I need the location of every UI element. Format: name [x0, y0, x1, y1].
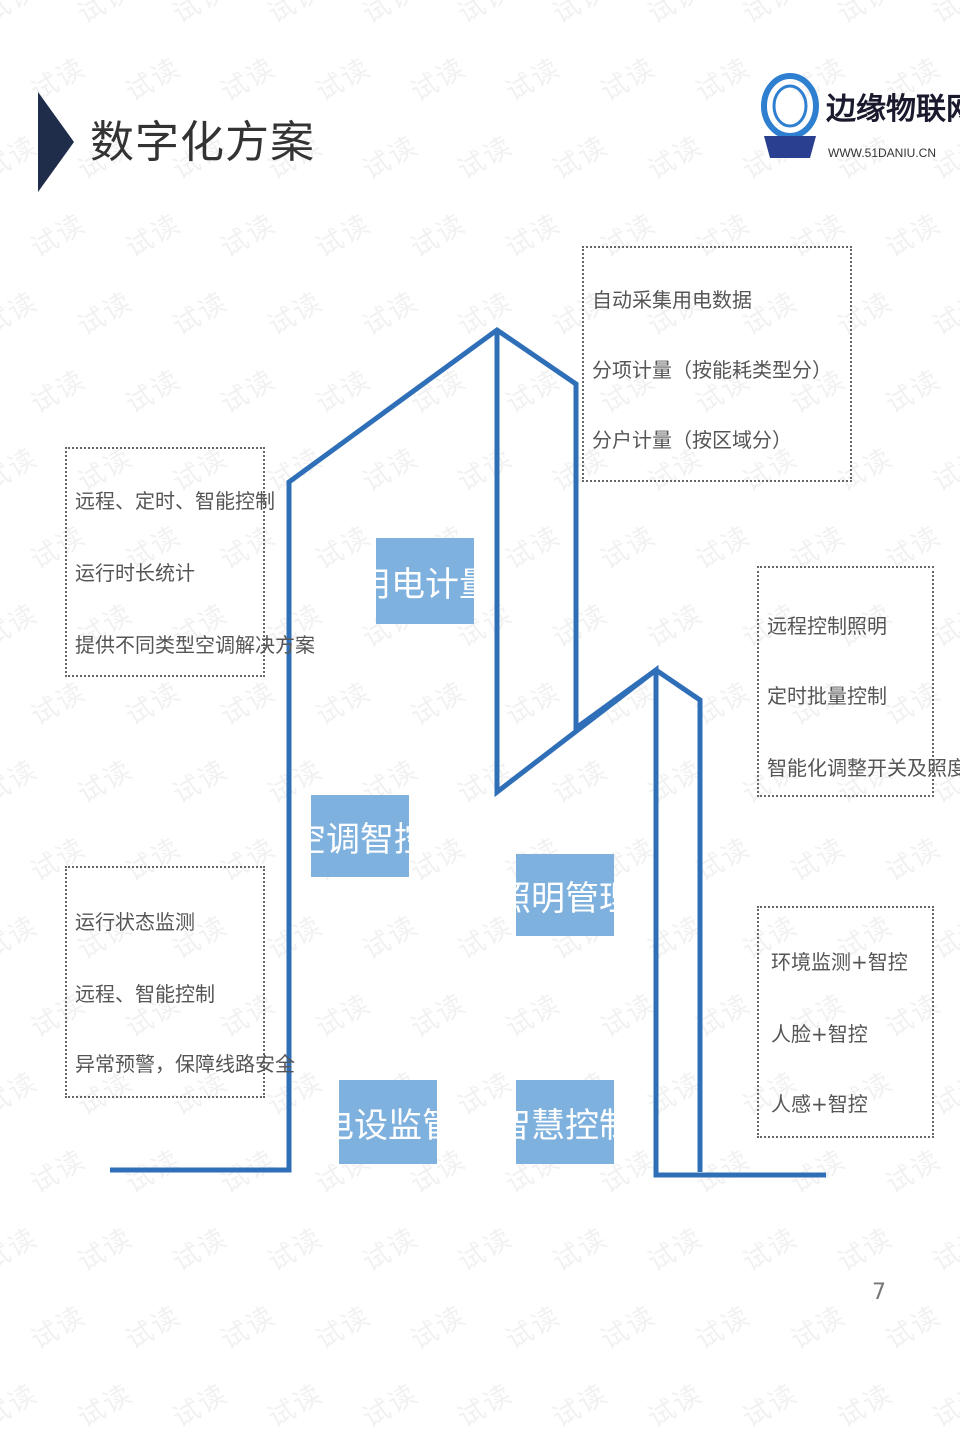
list-item: 分户计量（按区域分） [592, 428, 792, 452]
list-item: 定时批量控制 [767, 684, 887, 708]
logo-emblem-icon [761, 73, 819, 158]
watermark-text: 试读 [0, 1378, 44, 1435]
smart-control-label: 智慧控制 [497, 1080, 633, 1164]
list-item: 分项计量（按能耗类型分） [592, 358, 832, 382]
list-item: 运行时长统计 [75, 561, 195, 585]
logo-url: WWW.51DANIU.CN [828, 146, 936, 160]
lighting-management-box: 远程控制照明 定时批量控制 智能化调整开关及照度 [757, 566, 960, 797]
watermark-text: 试读 [72, 1378, 139, 1435]
watermark-text: 试读 [737, 1378, 804, 1435]
chevron-icon [38, 92, 74, 192]
energy-metering-label: 用电计量 [357, 538, 493, 624]
aircon-control-box: 远程、定时、智能控制 运行时长统计 提供不同类型空调解决方案 [65, 447, 315, 677]
smart-control-box: 环境监测+智控 人脸+智控 人感+智控 [757, 906, 934, 1138]
electric-monitoring-box: 运行状态监测 远程、智能控制 异常预警，保障线路安全 [65, 866, 295, 1098]
brand-logo: 边缘物联网 WWW.51DANIU.CN [756, 66, 960, 166]
watermark-text: 试读 [642, 1378, 709, 1435]
list-item: 远程控制照明 [767, 614, 887, 638]
watermark-text: 试读 [452, 1378, 519, 1435]
list-item: 提供不同类型空调解决方案 [75, 633, 315, 657]
aircon-control-label: 空调智控 [292, 795, 428, 877]
page-number: 7 [872, 1280, 886, 1305]
list-item: 运行状态监测 [75, 910, 195, 934]
logo-name: 边缘物联网 [826, 92, 960, 127]
list-item: 人脸+智控 [771, 1022, 868, 1046]
page-title: 数字化方案 [90, 117, 315, 168]
building-outline [110, 326, 826, 1178]
list-item: 远程、定时、智能控制 [75, 489, 275, 513]
electric-monitoring-label: 电设监管 [320, 1080, 456, 1164]
watermark-text: 试读 [927, 1378, 960, 1435]
list-item: 远程、智能控制 [75, 982, 215, 1006]
list-item: 异常预警，保障线路安全 [75, 1052, 295, 1076]
energy-metering-box: 自动采集用电数据 分项计量（按能耗类型分） 分户计量（按区域分） [582, 246, 852, 482]
watermark-text: 试读 [167, 1378, 234, 1435]
watermark-text: 试读 [832, 1378, 899, 1435]
list-item: 环境监测+智控 [771, 950, 908, 974]
lighting-management-label: 照明管理 [497, 854, 633, 936]
watermark-text: 试读 [262, 1378, 329, 1435]
list-item: 智能化调整开关及照度 [767, 756, 960, 780]
list-item: 人感+智控 [771, 1092, 868, 1116]
list-item: 自动采集用电数据 [592, 288, 752, 312]
watermark-text: 试读 [547, 1378, 614, 1435]
watermark-text: 试读 [357, 1378, 424, 1435]
